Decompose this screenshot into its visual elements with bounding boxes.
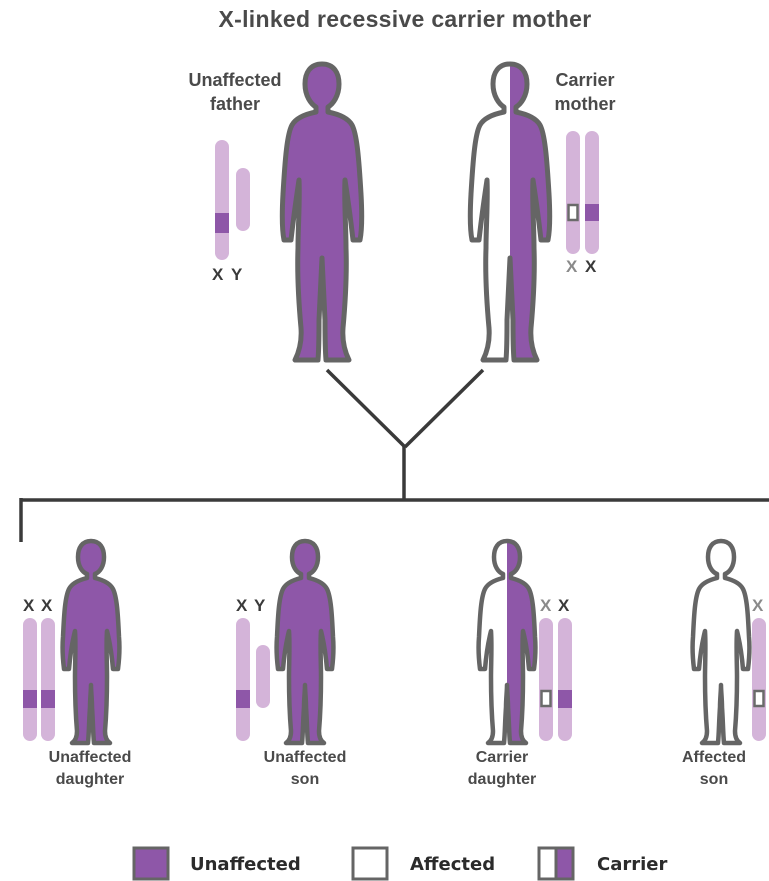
father-y-chromosome <box>236 168 250 231</box>
child3-x1-chromosome <box>539 618 553 741</box>
child4-x-chromosome <box>752 618 766 741</box>
mother-branch-line <box>405 370 483 447</box>
mother-figure <box>470 64 549 360</box>
legend-unaffected-swatch <box>134 848 168 879</box>
child2-figure <box>277 541 334 743</box>
child1-x1-chromosome <box>23 618 37 741</box>
child3-x2-chromosome <box>558 618 572 741</box>
child1-x2-chromosome <box>41 618 55 741</box>
child3-figure <box>479 541 536 743</box>
father-branch-line <box>327 370 405 447</box>
legend-carrier-swatch <box>539 848 573 879</box>
mother-x2-chromosome <box>585 131 599 254</box>
child2-x-chromosome <box>236 618 250 741</box>
mother-x1-chromosome <box>566 131 580 254</box>
inheritance-lines <box>20 370 769 542</box>
legend-affected-swatch <box>353 848 387 879</box>
child2-y-chromosome <box>256 645 270 708</box>
father-x-chromosome <box>215 140 229 260</box>
child1-figure <box>63 541 120 743</box>
father-figure <box>282 64 361 360</box>
child4-figure <box>693 541 750 743</box>
